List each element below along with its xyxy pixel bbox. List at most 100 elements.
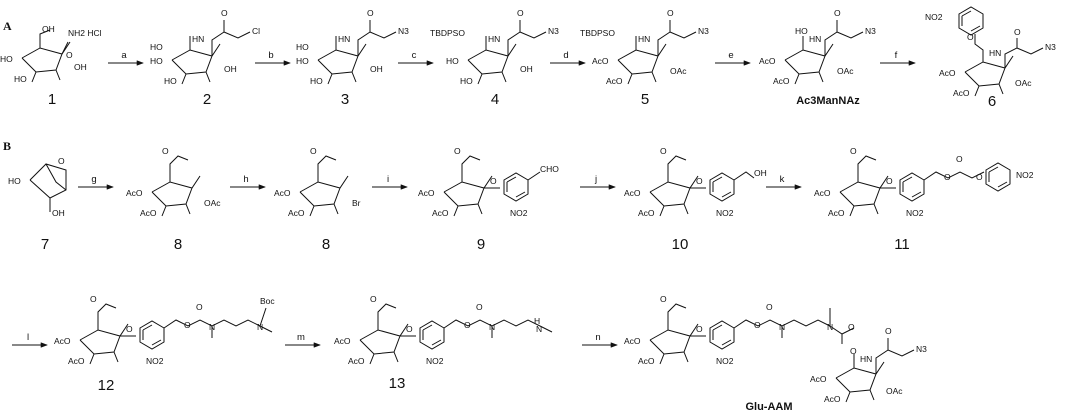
atom-ho: HO — [150, 56, 163, 66]
atom-aco: AcO — [624, 188, 641, 198]
atom-o: O — [184, 320, 191, 330]
atom-br: Br — [352, 198, 361, 208]
reagent-label-h: h — [243, 174, 248, 185]
compound-14-structure: O O O O N H N NO2 AcO AcO — [334, 294, 553, 366]
compound-label-ac3mannaz: Ac3ManNAz — [796, 95, 860, 107]
atom-o: O — [406, 324, 413, 334]
compound-5-structure: TBDPSO HN O N3 AcO AcO OAc — [580, 8, 709, 86]
atom-o: O — [221, 8, 228, 18]
atom-n3: N3 — [916, 344, 927, 354]
atom-aco: AcO — [953, 88, 970, 98]
atom-oac: OAc — [886, 386, 903, 396]
atom-n3: N3 — [698, 26, 709, 36]
atom-n3: N3 — [548, 26, 559, 36]
atom-ho: HO — [795, 26, 808, 36]
atom-aco: AcO — [638, 208, 655, 218]
atom-aco: AcO — [939, 68, 956, 78]
atom-ho: HO — [0, 54, 13, 64]
atom-o: O — [696, 324, 703, 334]
compound-13-structure: O O O O N N Boc NO2 AcO AcO — [54, 294, 275, 366]
atom-o: O — [848, 322, 855, 332]
atom-o: O — [310, 146, 317, 156]
atom-no2: NO2 — [906, 208, 924, 218]
atom-ho: HO — [296, 56, 309, 66]
atom-o: O — [850, 146, 857, 156]
atom-o: O — [667, 8, 674, 18]
atom-ho: HO — [164, 76, 177, 86]
atom-aco: AcO — [773, 76, 790, 86]
reagent-label-n: n — [595, 332, 600, 343]
reagent-label-j: j — [594, 174, 597, 185]
atom-o: O — [476, 302, 483, 312]
atom-ho: HO — [296, 42, 309, 52]
atom-o: O — [517, 8, 524, 18]
compound-8-structure: O AcO AcO OAc — [126, 146, 221, 218]
atom-no2: NO2 — [1016, 170, 1034, 180]
compound-1-structure: OH NH2 HCl HO HO OH O — [0, 24, 102, 84]
atom-aco: AcO — [54, 336, 71, 346]
compound-4-structure: TBDPSO HN O N3 HO HO OH — [430, 8, 559, 86]
atom-aco: AcO — [348, 356, 365, 366]
atom-o: O — [885, 326, 892, 336]
atom-aco: AcO — [759, 56, 776, 66]
atom-o: O — [660, 294, 667, 304]
atom-aco: AcO — [638, 356, 655, 366]
reagent-label-k: k — [780, 174, 785, 185]
atom-boc: Boc — [260, 296, 275, 306]
atom-oac: OAc — [670, 66, 687, 76]
compound-label-5: 5 — [641, 91, 649, 108]
atom-o: O — [696, 176, 703, 186]
atom-oh: OH — [370, 64, 383, 74]
atom-oh: OH — [42, 24, 55, 34]
atom-oac: OAc — [204, 198, 221, 208]
compound-ac3mannaz-structure: HO HN O N3 AcO AcO OAc — [759, 8, 876, 86]
atom-aco: AcO — [814, 188, 831, 198]
compound-label-13: 12 — [98, 377, 115, 394]
atom-o: O — [370, 294, 377, 304]
atom-h: H — [534, 316, 540, 326]
atom-o: O — [886, 176, 893, 186]
compound-label-10: 9 — [477, 236, 485, 253]
compound-label-7: 7 — [41, 236, 49, 253]
atom-ho: HO — [446, 56, 459, 66]
atom-o: O — [754, 320, 761, 330]
atom-oh: OH — [52, 208, 65, 218]
reagent-label-g: g — [91, 174, 96, 185]
atom-aco: AcO — [334, 336, 351, 346]
atom-o: O — [490, 176, 497, 186]
atom-hn: HN — [860, 354, 872, 364]
atom-aco: AcO — [606, 76, 623, 86]
atom-n3: N3 — [398, 26, 409, 36]
compound-label-12: 11 — [894, 236, 910, 253]
atom-hn: HN — [192, 34, 204, 44]
atom-aco: AcO — [126, 188, 143, 198]
atom-hn: HN — [488, 34, 500, 44]
atom-n: N — [827, 322, 833, 332]
compound-label-9: 8 — [322, 236, 330, 253]
atom-o: O — [464, 320, 471, 330]
atom-no2: NO2 — [510, 208, 528, 218]
reagent-label-b: b — [268, 50, 273, 61]
atom-n: N — [536, 324, 542, 334]
atom-ho: HO — [14, 74, 27, 84]
atom-o: O — [834, 8, 841, 18]
atom-no2: NO2 — [716, 208, 734, 218]
atom-o: O — [660, 146, 667, 156]
reagent-label-e: e — [728, 50, 733, 61]
atom-tbdpso: TBDPSO — [580, 28, 615, 38]
atom-hn: HN — [638, 34, 650, 44]
section-b-label: B — [3, 139, 11, 153]
compound-3-structure: HO HN O N3 HO HO OH — [296, 8, 409, 86]
compound-glu-aam-structure: O O O O N N O O HN O N3 NO2 AcO AcO AcO … — [624, 294, 927, 404]
reagent-label-d: d — [563, 50, 568, 61]
compound-label-14: 13 — [389, 375, 406, 392]
compound-10-structure: O O CHO NO2 AcO AcO — [418, 146, 559, 218]
atom-hn: HN — [809, 34, 821, 44]
atom-nh2hcl: NH2 HCl — [68, 28, 102, 38]
atom-o: O — [58, 156, 65, 166]
reagent-label-f: f — [895, 50, 898, 61]
reagent-label-a: a — [121, 50, 127, 61]
atom-aco: AcO — [824, 394, 841, 404]
atom-aco: AcO — [828, 208, 845, 218]
compound-11-structure: O O OH NO2 AcO AcO — [624, 146, 767, 218]
